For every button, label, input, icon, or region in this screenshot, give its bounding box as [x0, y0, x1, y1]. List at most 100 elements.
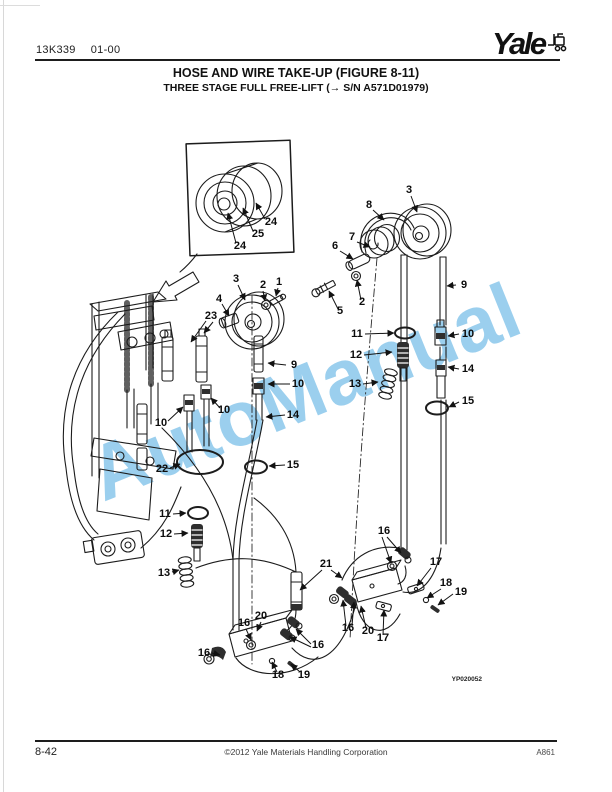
callout-6: 6 [332, 240, 338, 252]
leader-line [171, 568, 180, 576]
callout-24: 24 [234, 240, 247, 252]
leader-line [203, 321, 214, 334]
callout-24: 24 [265, 216, 278, 228]
leader-line [362, 379, 379, 387]
leader-line [330, 569, 343, 579]
callout-9: 9 [461, 279, 467, 291]
leader-line [211, 650, 221, 657]
leader-line [221, 303, 230, 317]
leader-line [299, 569, 323, 591]
leader-line [447, 331, 460, 339]
callout-12: 12 [350, 349, 362, 361]
scan-edge [0, 5, 40, 6]
callout-9: 9 [291, 359, 297, 371]
footer-rule [35, 740, 557, 742]
callout-16: 16 [378, 525, 390, 537]
doc-reference: A861 [536, 748, 555, 757]
callout-layer: 2425241234238376259111213101415910141010… [155, 184, 475, 681]
leader-line [173, 529, 189, 537]
leader-line [328, 290, 339, 310]
leader-line [265, 412, 286, 420]
leader-line [446, 281, 457, 289]
leader-line [381, 536, 393, 564]
brand-logo: Yale [492, 28, 567, 59]
figure-subtitle: THREE STAGE FULL FREE-LIFT (→ S/N A571D0… [163, 82, 429, 94]
leader-line [267, 360, 287, 368]
leader-line [226, 212, 237, 244]
callout-12: 12 [160, 528, 172, 540]
callout-11: 11 [351, 328, 363, 340]
callout-7: 7 [349, 231, 355, 243]
leader-line [289, 636, 312, 648]
right-column-parts-art [378, 319, 449, 416]
lift-tubes-art [341, 254, 447, 593]
callout-15: 15 [287, 459, 299, 471]
right-junction-block-art [328, 547, 440, 631]
leader-line [354, 279, 362, 301]
inset-sheave-detail-art [179, 139, 295, 273]
callout-14: 14 [287, 409, 300, 421]
callout-5: 5 [337, 305, 343, 317]
callout-17: 17 [430, 556, 442, 568]
lower-left-parts-art [177, 506, 209, 588]
leader-line [271, 661, 279, 673]
leader-line [349, 601, 357, 627]
leader-line [190, 320, 207, 343]
doc-revision: 01-00 [90, 44, 121, 56]
scan-edge [3, 0, 4, 792]
callout-23: 23 [205, 310, 217, 322]
callout-15: 15 [462, 395, 474, 407]
leader-line [410, 195, 418, 213]
callout-8: 8 [366, 199, 372, 211]
leader-line [274, 287, 281, 297]
leader-line [172, 510, 187, 517]
header-rule [35, 59, 560, 61]
callout-11: 11 [159, 508, 171, 520]
document-id: 13K339 01-00 [36, 44, 135, 56]
callout-21: 21 [320, 558, 332, 570]
callout-22: 22 [156, 463, 168, 475]
callout-17: 17 [377, 632, 389, 644]
callout-13: 13 [349, 378, 361, 390]
callout-3: 3 [406, 184, 412, 196]
callout-3: 3 [233, 273, 239, 285]
leader-line [363, 349, 393, 357]
callout-10: 10 [218, 404, 230, 416]
leader-line [268, 462, 286, 470]
callout-2: 2 [260, 279, 266, 291]
callout-16: 16 [238, 617, 250, 629]
leader-line [364, 329, 395, 337]
leader-line [340, 599, 348, 627]
callout-10: 10 [462, 328, 474, 340]
callout-18: 18 [272, 669, 284, 681]
callout-10: 10 [292, 378, 304, 390]
leader-line [210, 397, 221, 409]
page-number: 8-42 [35, 746, 58, 758]
leader-line [242, 207, 254, 232]
leader-line [448, 400, 460, 408]
callout-19: 19 [298, 669, 310, 681]
copyright-text: ©2012 Yale Materials Handling Corporatio… [224, 747, 388, 757]
callout-20: 20 [362, 625, 374, 637]
mast-pointer-arrow [152, 271, 200, 303]
left-sheave-group-art [218, 291, 287, 350]
figure-image-code: YP020052 [452, 676, 483, 683]
leader-line [416, 567, 432, 587]
leader-line [255, 202, 266, 220]
leader-line [356, 241, 371, 248]
leader-line [359, 605, 367, 629]
callout-1: 1 [276, 276, 282, 288]
doc-code: 13K339 [36, 44, 76, 56]
callout-10: 10 [155, 417, 167, 429]
callout-2: 2 [359, 296, 365, 308]
leader-line [447, 364, 460, 372]
leader-line [339, 250, 354, 260]
callout-16: 16 [312, 639, 324, 651]
leader-line [426, 588, 442, 599]
callout-18: 18 [440, 577, 452, 589]
leader-line [256, 621, 263, 632]
leader-line [386, 536, 402, 554]
callout-14: 14 [462, 363, 475, 375]
